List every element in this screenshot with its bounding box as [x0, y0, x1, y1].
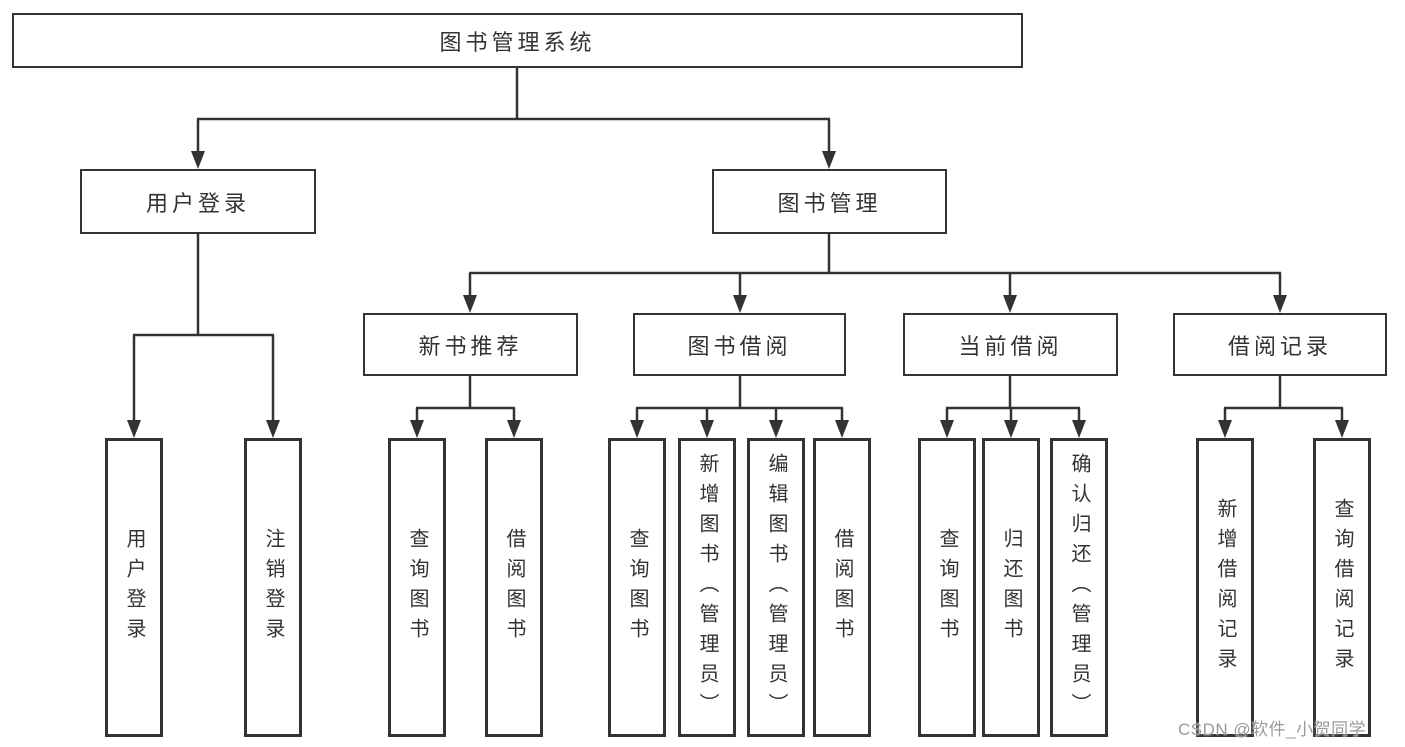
connector-current-borrow-children — [940, 376, 1086, 438]
leaf-borrow-book-2-label: 借阅图书 — [831, 527, 853, 648]
leaf-query-book-2-label: 查询图书 — [626, 527, 648, 648]
watermark: CSDN @软件_小贺同学 — [1178, 720, 1367, 739]
node-new-book-recommend-label: 新书推荐 — [418, 333, 523, 359]
leaf-return-book-label: 归还图书 — [1000, 527, 1022, 648]
node-new-book-recommend: 新书推荐 — [363, 313, 578, 376]
arrowhead-icon — [266, 420, 280, 438]
node-root-label: 图书管理系统 — [439, 29, 596, 55]
leaf-query-borrow-record: 查询借阅记录 — [1313, 438, 1371, 737]
node-book-management-label: 图书管理 — [777, 190, 882, 216]
node-book-management: 图书管理 — [712, 169, 947, 234]
arrowhead-icon — [769, 420, 783, 438]
arrowhead-icon — [1273, 295, 1287, 313]
arrowhead-icon — [1335, 420, 1349, 438]
arrowhead-icon — [1218, 420, 1232, 438]
leaf-return-book: 归还图书 — [982, 438, 1040, 737]
arrowhead-icon — [1072, 420, 1086, 438]
leaf-add-book-admin: 新增图书（管理员） — [678, 438, 736, 737]
leaf-query-borrow-record-label: 查询借阅记录 — [1331, 497, 1353, 678]
leaf-edit-book-admin-label: 编辑图书（管理员） — [765, 452, 787, 723]
leaf-edit-book-admin: 编辑图书（管理员） — [747, 438, 805, 737]
arrowhead-icon — [700, 420, 714, 438]
arrowhead-icon — [835, 420, 849, 438]
leaf-confirm-return-admin-label: 确认归还（管理员） — [1068, 452, 1090, 723]
connector-root-to-level2 — [191, 68, 836, 169]
arrowhead-icon — [1004, 420, 1018, 438]
node-current-borrow-label: 当前借阅 — [958, 333, 1063, 359]
node-current-borrow: 当前借阅 — [903, 313, 1118, 376]
arrowhead-icon — [1003, 295, 1017, 313]
node-book-borrow: 图书借阅 — [633, 313, 846, 376]
arrowhead-icon — [191, 151, 205, 169]
leaf-borrow-book-1: 借阅图书 — [485, 438, 543, 737]
arrowhead-icon — [630, 420, 644, 438]
arrowhead-icon — [463, 295, 477, 313]
arrowhead-icon — [940, 420, 954, 438]
node-borrow-record: 借阅记录 — [1173, 313, 1387, 376]
leaf-add-borrow-record: 新增借阅记录 — [1196, 438, 1254, 737]
node-user-login: 用户登录 — [80, 169, 316, 234]
leaf-query-book-3-label: 查询图书 — [936, 527, 958, 648]
node-user-login-label: 用户登录 — [145, 190, 250, 216]
node-borrow-record-label: 借阅记录 — [1227, 333, 1332, 359]
leaf-query-book-2: 查询图书 — [608, 438, 666, 737]
leaf-borrow-book-2: 借阅图书 — [813, 438, 871, 737]
arrowhead-icon — [733, 295, 747, 313]
leaf-add-borrow-record-label: 新增借阅记录 — [1214, 497, 1236, 678]
node-book-borrow-label: 图书借阅 — [687, 333, 792, 359]
leaf-user-login: 用户登录 — [105, 438, 163, 737]
leaf-borrow-book-1-label: 借阅图书 — [503, 527, 525, 648]
arrowhead-icon — [410, 420, 424, 438]
leaf-add-book-admin-label: 新增图书（管理员） — [696, 452, 718, 723]
leaf-query-book-1: 查询图书 — [388, 438, 446, 737]
connector-book-borrow-children — [630, 376, 849, 438]
connector-book-management-children — [463, 234, 1287, 313]
leaf-user-login-label: 用户登录 — [123, 527, 145, 648]
leaf-confirm-return-admin: 确认归还（管理员） — [1050, 438, 1108, 737]
node-root: 图书管理系统 — [12, 13, 1023, 68]
arrowhead-icon — [507, 420, 521, 438]
connector-borrow-record-children — [1218, 376, 1349, 438]
arrowhead-icon — [822, 151, 836, 169]
leaf-logout-label: 注销登录 — [262, 527, 284, 648]
leaf-query-book-3: 查询图书 — [918, 438, 976, 737]
arrowhead-icon — [127, 420, 141, 438]
leaf-query-book-1-label: 查询图书 — [406, 527, 428, 648]
leaf-logout: 注销登录 — [244, 438, 302, 737]
connector-user-login-children — [127, 234, 280, 438]
connector-new-book-children — [410, 376, 521, 438]
